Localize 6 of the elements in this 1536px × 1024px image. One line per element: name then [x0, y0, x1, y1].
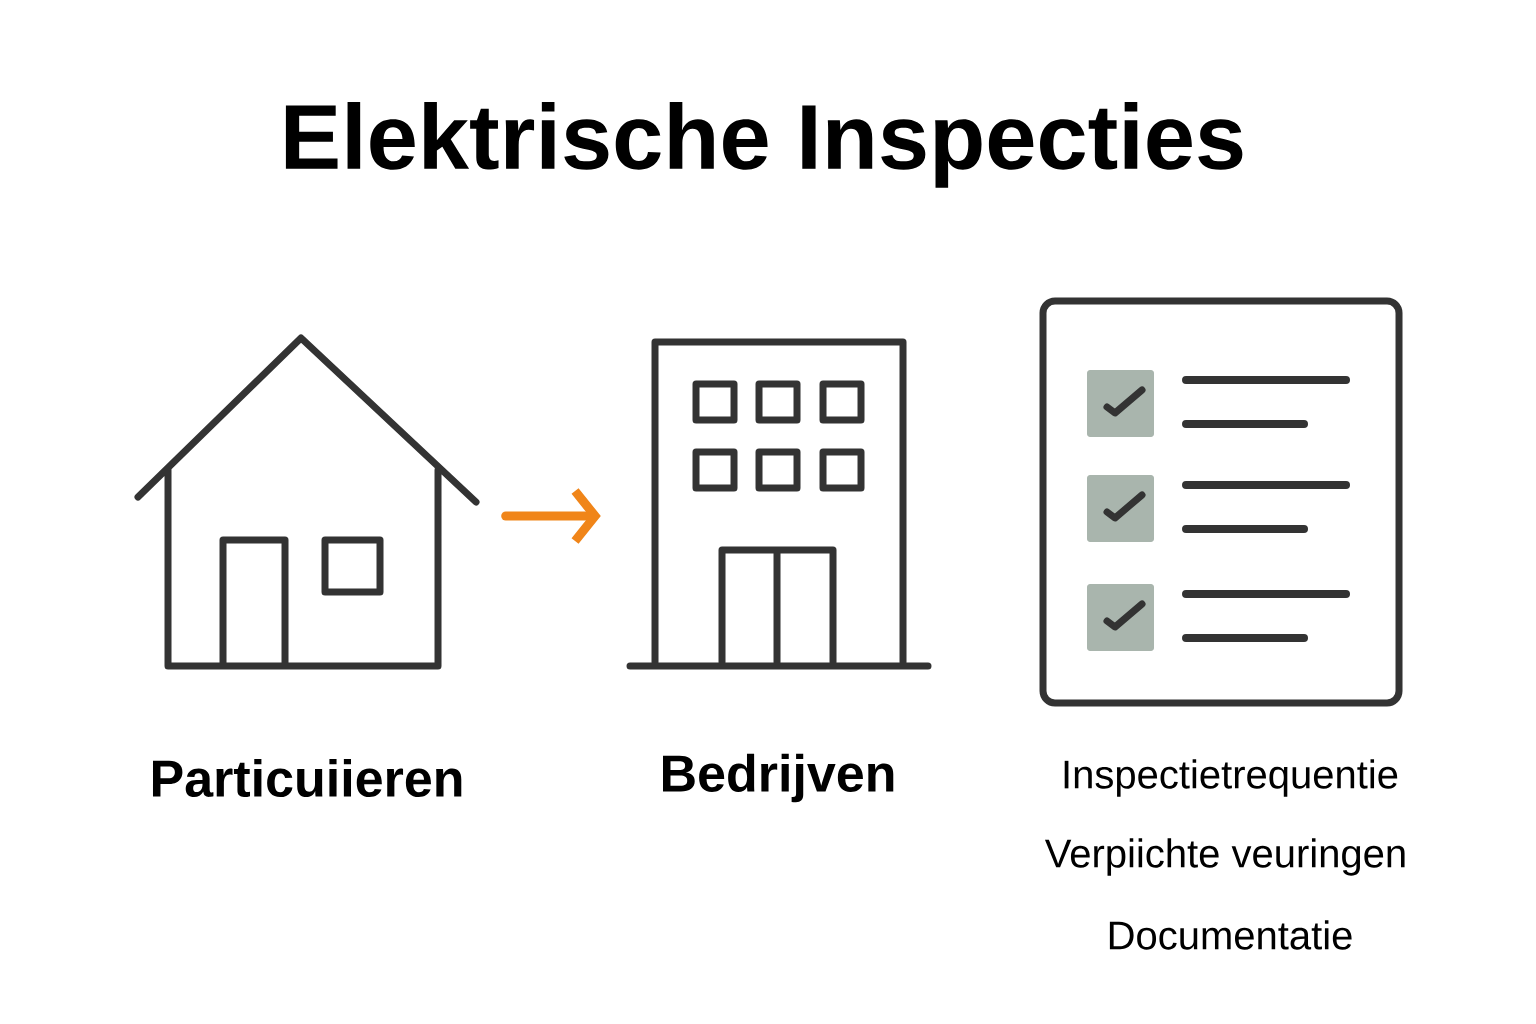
node-label: Particuiieren	[153, 758, 462, 798]
title: Elektrische Inspecties	[285, 102, 1243, 188]
list-text: Documentatie	[1109, 920, 1352, 950]
list-text: Inspectietrequentie	[1064, 759, 1398, 797]
list-text: Verpiichte veuringen	[1044, 838, 1405, 876]
node-label: Bedrijven	[663, 753, 894, 803]
